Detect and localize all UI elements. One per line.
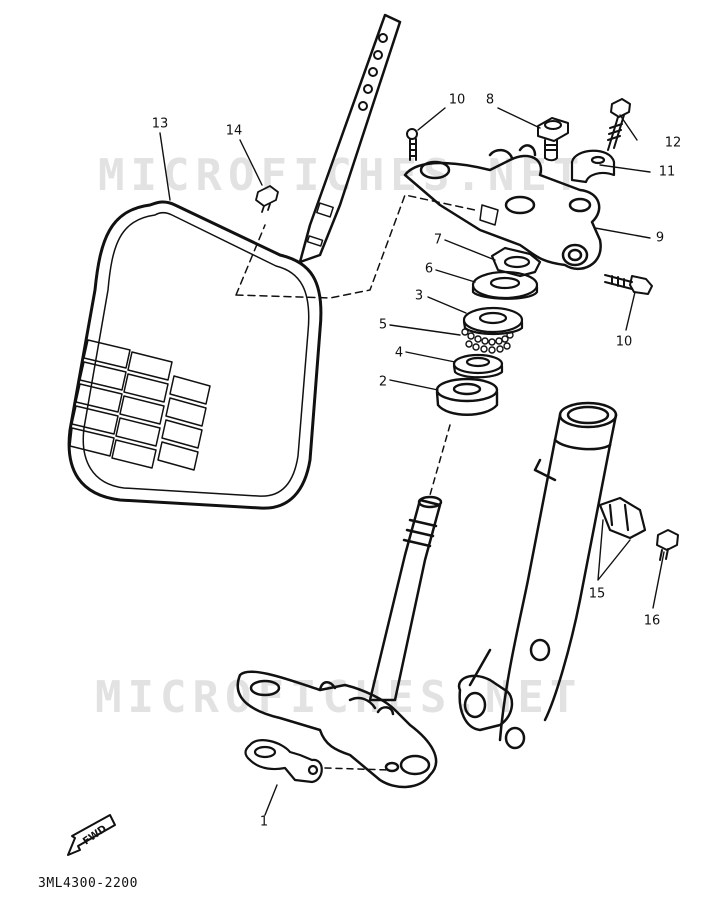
bolt-14 — [255, 185, 279, 213]
bolt-10-upper — [406, 128, 418, 161]
callout-4: 4 — [394, 345, 404, 361]
handlebar-clamp — [570, 149, 616, 184]
callout-10-upper: 10 — [448, 92, 466, 108]
callout-14: 14 — [225, 123, 243, 139]
callout-9: 9 — [655, 230, 665, 246]
callout-6: 6 — [424, 261, 434, 277]
callout-1: 1 — [259, 814, 269, 830]
callout-16: 16 — [643, 613, 661, 629]
callout-11: 11 — [658, 164, 676, 180]
bolt-8 — [537, 117, 569, 162]
fwd-arrow — [67, 814, 116, 856]
cable-guide — [244, 739, 391, 784]
number-plate-vents — [69, 339, 211, 471]
watermark-bottom: MICROFICHES.NET — [95, 672, 583, 723]
callout-10-lower: 10 — [615, 334, 633, 350]
callout-3: 3 — [414, 288, 424, 304]
lower-bearing — [435, 377, 499, 416]
callout-5: 5 — [378, 317, 388, 333]
bolt-12 — [607, 98, 631, 151]
steering-stem — [236, 495, 443, 789]
number-plate — [67, 13, 476, 510]
upper-race — [462, 306, 524, 336]
document-code: 3ML4300-2200 — [38, 876, 138, 891]
callout-12: 12 — [664, 135, 682, 151]
callout-8: 8 — [485, 92, 495, 108]
callout-15: 15 — [588, 586, 606, 602]
watermark-top: MICROFICHES.NET — [98, 150, 586, 201]
bolt-16 — [656, 529, 679, 561]
bolt-10-lower — [604, 274, 653, 295]
fork-outer-tube — [457, 401, 618, 750]
callout-2: 2 — [378, 374, 388, 390]
upper-bracket — [403, 144, 602, 271]
ball-bearing — [461, 328, 514, 354]
leader-lines — [159, 107, 665, 816]
callout-7: 7 — [433, 232, 443, 248]
bearing-cover — [471, 270, 539, 300]
cable-holder — [598, 496, 647, 540]
lower-race — [452, 353, 504, 379]
axis-line — [429, 424, 451, 496]
callout-13: 13 — [151, 116, 169, 132]
